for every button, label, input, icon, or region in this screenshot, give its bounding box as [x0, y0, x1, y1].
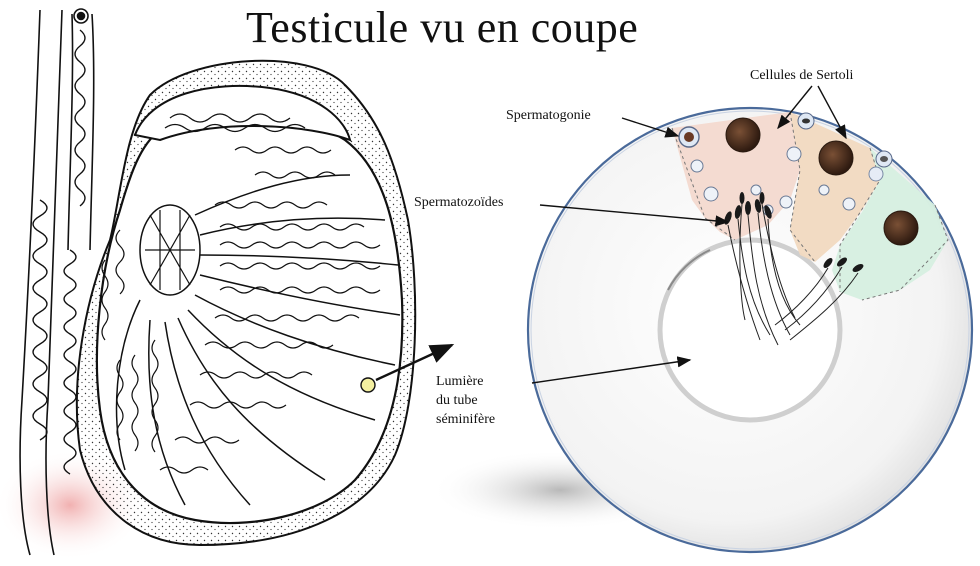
sertoli-region-2 — [790, 112, 880, 262]
sertoli-nucleus — [883, 210, 919, 246]
vas-deferens — [19, 9, 41, 556]
testis-drawing — [19, 8, 417, 556]
label-sertoli: Cellules de Sertoli — [750, 68, 854, 83]
testis-body — [95, 114, 404, 525]
sertoli-nucleus — [725, 117, 761, 153]
label-lumiere: Lumière du tube séminifère — [436, 372, 495, 429]
sertoli-arrow-1 — [777, 85, 813, 130]
lumen — [657, 237, 843, 423]
spermatogonie-arrow — [621, 117, 680, 138]
tubule-pointer-arrow — [375, 343, 455, 382]
spermatozoides-arrow — [539, 204, 730, 227]
tubule-cross-section — [526, 106, 974, 554]
epididymis — [74, 29, 86, 207]
tubule-marker — [360, 377, 376, 393]
label-lumiere-line-3: séminifère — [436, 412, 496, 427]
label-spermatogonie: Spermatogonie — [506, 108, 591, 123]
page-title: Testicule vu en coupe — [246, 3, 639, 52]
lumiere-arrow — [531, 356, 692, 384]
sertoli-nucleus — [818, 140, 854, 176]
label-lumiere-line-2: du tube — [436, 393, 478, 408]
label-spermatozoides: Spermatozoïdes — [414, 195, 504, 210]
sertoli-arrow-2 — [817, 85, 847, 140]
label-lumiere-line-1: Lumière — [436, 374, 484, 389]
spermatozoa — [724, 192, 864, 272]
